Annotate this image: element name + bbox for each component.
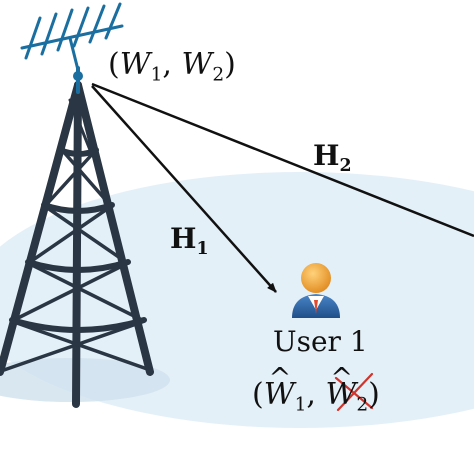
user-avatar-icon: [292, 263, 340, 318]
subscript-2: 2: [212, 64, 225, 86]
subscript-2: 2: [339, 156, 352, 177]
antenna-icon: [20, 2, 124, 94]
decoded-message-label: (W1, W2): [252, 365, 380, 416]
separator: ,: [162, 47, 182, 82]
paren-close: ): [368, 377, 380, 412]
subscript-1: 1: [294, 394, 307, 416]
channel-h1-label: H1: [170, 225, 209, 258]
message-symbol: W: [181, 47, 213, 82]
estimate-symbol: W: [264, 365, 295, 410]
channel-symbol: H: [313, 139, 340, 172]
paren-open: (: [108, 47, 120, 82]
user-name-label: User 1: [273, 325, 368, 358]
subscript-1: 1: [196, 239, 209, 260]
paren-close: ): [224, 47, 236, 82]
channel-symbol: H: [170, 222, 197, 255]
channel-h1-arrow: [91, 85, 277, 293]
paren-open: (: [252, 377, 264, 412]
channel-h2-line: [91, 82, 474, 238]
estimate-symbol: W: [325, 365, 356, 410]
transmitted-message-label: (W1, W2): [108, 50, 236, 85]
tower-icon: [0, 81, 154, 408]
separator: ,: [306, 377, 326, 412]
channel-h2-label: H2: [313, 142, 352, 175]
tower-shadow: [0, 358, 170, 402]
message-symbol: W: [119, 47, 151, 82]
subscript-2: 2: [356, 394, 369, 416]
subscript-1: 1: [150, 64, 163, 86]
